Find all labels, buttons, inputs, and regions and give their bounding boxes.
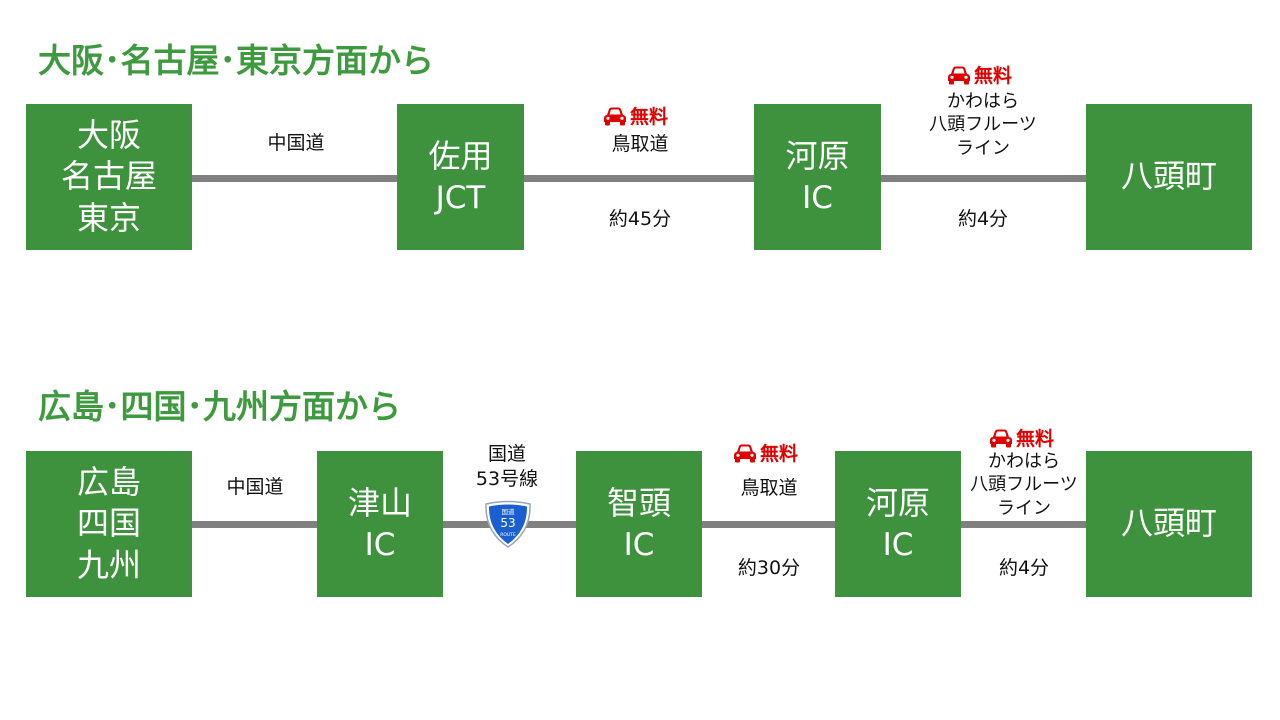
destination-node-2: 八頭町 — [1086, 451, 1252, 597]
route-shield-icon: 国道 53 ROUTE — [485, 500, 531, 548]
node-name: 河原 — [865, 484, 930, 523]
road-label-line: ライン — [997, 497, 1051, 519]
origin-label: 広島 — [76, 462, 141, 501]
node-name: 佐用 — [428, 137, 493, 176]
road-label-line: かわはら — [947, 91, 1019, 112]
origin-node-1: 大阪 名古屋 東京 — [26, 104, 192, 250]
route-shield-top: 国道 — [502, 507, 516, 516]
travel-time: 約4分 — [998, 557, 1050, 579]
road-label-line: 八頭フルーツ — [929, 114, 1037, 136]
road-label: かわはら 八頭フルーツ ライン — [944, 450, 1104, 520]
node-name: 津山 — [347, 484, 412, 523]
free-label: 無料 — [760, 443, 799, 465]
origin-node-2: 広島 四国 九州 — [26, 451, 192, 597]
node-type: IC — [623, 526, 655, 563]
destination-node-1: 八頭町 — [1086, 104, 1252, 250]
road-label: 中国道 — [267, 132, 325, 154]
road-line-1 — [190, 175, 1190, 182]
free-badge: 無料 — [733, 439, 798, 466]
free-badge: 無料 — [947, 61, 1012, 88]
node-type: JCT — [435, 179, 486, 216]
free-label: 無料 — [1016, 428, 1055, 450]
road-label: 中国道 — [226, 476, 284, 498]
junction-node-sayo: 佐用 JCT — [397, 104, 524, 250]
car-icon — [990, 429, 1012, 447]
road-label: かわはら 八頭フルーツ ライン — [903, 90, 1063, 160]
section-title-1: 大阪･名古屋･東京方面から — [38, 41, 434, 80]
route-shield-number: 53 — [500, 516, 515, 530]
road-label: 鳥取道 — [611, 133, 669, 155]
road-label-line: 八頭フルーツ — [970, 474, 1078, 496]
free-badge: 無料 — [603, 102, 668, 129]
road-label-line: かわはら — [988, 451, 1060, 472]
node-type: IC — [882, 526, 914, 563]
car-icon — [734, 444, 756, 462]
free-badge: 無料 — [989, 424, 1054, 451]
route-shield-bottom: ROUTE — [500, 532, 516, 538]
section-title-2: 広島･四国･九州方面から — [38, 387, 401, 426]
destination-label: 八頭町 — [1120, 157, 1217, 196]
road-label: 鳥取道 — [740, 477, 798, 499]
road-label: 国道 53号線 — [447, 442, 567, 491]
destination-label: 八頭町 — [1120, 504, 1217, 543]
car-icon — [604, 107, 626, 125]
origin-label: 東京 — [76, 198, 141, 237]
origin-label: 名古屋 — [60, 157, 157, 196]
travel-time: 約30分 — [737, 557, 801, 579]
origin-label: 大阪 — [76, 115, 141, 154]
origin-label: 四国 — [76, 504, 141, 543]
ic-node-tsuyama: 津山 IC — [317, 451, 443, 597]
road-label-line: ライン — [956, 137, 1010, 159]
origin-label: 九州 — [76, 545, 141, 584]
free-label: 無料 — [630, 106, 669, 128]
travel-time: 約4分 — [957, 208, 1009, 230]
free-label: 無料 — [974, 65, 1013, 87]
road-label-line: 国道 — [487, 443, 526, 465]
road-label-line: 53号線 — [475, 467, 539, 490]
car-icon — [948, 66, 970, 84]
ic-node-chizu: 智頭 IC — [576, 451, 702, 597]
node-type: IC — [802, 179, 833, 216]
node-name: 智頭 — [606, 484, 671, 523]
ic-node-kawahara-2: 河原 IC — [835, 451, 961, 597]
node-name: 河原 — [785, 137, 850, 176]
node-type: IC — [364, 526, 396, 563]
travel-time: 約45分 — [608, 208, 672, 230]
ic-node-kawahara: 河原 IC — [754, 104, 881, 250]
